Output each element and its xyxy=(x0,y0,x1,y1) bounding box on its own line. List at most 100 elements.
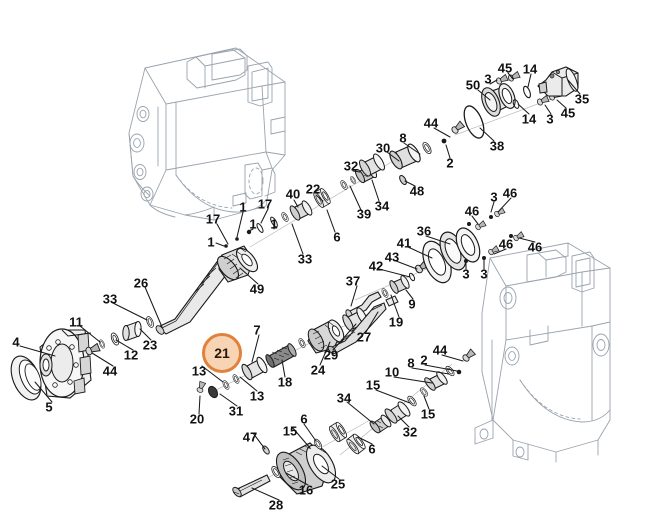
part-23-bush xyxy=(122,321,142,341)
part-33-ring-left xyxy=(144,315,156,329)
part-4-flywheel xyxy=(39,328,92,399)
callout-label-37: 37 xyxy=(345,273,361,289)
part-14a-washer xyxy=(523,85,531,99)
highlight-number-label: 21 xyxy=(214,345,230,361)
callout-label-34: 34 xyxy=(336,390,352,406)
part-8b-ring xyxy=(443,364,457,378)
callout-label-40: 40 xyxy=(285,186,301,202)
clutch-flywheel-assembly xyxy=(10,315,156,401)
callout-label-46: 46 xyxy=(464,203,480,219)
callout-label-48: 48 xyxy=(409,183,425,199)
part-5-seal xyxy=(10,355,42,401)
part-2a-ball xyxy=(441,138,447,144)
part-13c-ring xyxy=(297,337,307,349)
part-28-shaft xyxy=(232,474,271,498)
part-20-pin xyxy=(195,380,207,394)
part-48-pin xyxy=(399,174,407,186)
callout-label-17: 17 xyxy=(205,211,221,227)
callout-label-3: 3 xyxy=(462,266,470,282)
callout-label-27: 27 xyxy=(356,329,372,345)
part-46d-bolt xyxy=(512,231,525,242)
callout-label-28: 28 xyxy=(268,497,284,513)
callout-label-12: 12 xyxy=(123,347,139,363)
callout-label-5: 5 xyxy=(45,399,53,415)
part-34b-synchro xyxy=(369,414,392,434)
part-18-splined-sleeve xyxy=(265,343,297,368)
callout-label-9: 9 xyxy=(408,296,416,312)
callout-label-6: 6 xyxy=(333,229,341,245)
part-31-plug xyxy=(207,385,219,399)
callout-label-20: 20 xyxy=(189,411,205,427)
left-gearbox-housing xyxy=(128,47,286,221)
starter-assembly xyxy=(454,66,579,139)
callout-label-14: 14 xyxy=(521,111,537,127)
callout-label-46: 46 xyxy=(498,236,514,252)
callout-label-43: 43 xyxy=(384,249,400,265)
callout-label-15: 15 xyxy=(282,423,298,439)
callout-label-49: 49 xyxy=(249,281,265,297)
part-13b-ring xyxy=(231,373,241,385)
callout-label-8: 8 xyxy=(399,130,407,146)
input-shaft-small-parts xyxy=(224,120,465,248)
part-49-gear xyxy=(216,245,259,283)
callout-label-3: 3 xyxy=(480,266,488,282)
callout-label-42: 42 xyxy=(368,258,384,274)
callout-label-31: 31 xyxy=(228,403,244,419)
callout-label-7: 7 xyxy=(253,322,261,338)
part-6b-bearing xyxy=(327,420,349,444)
callout-label-45: 45 xyxy=(560,105,576,121)
part-35-starter-motor xyxy=(537,66,579,97)
part-7-sleeve xyxy=(241,356,268,381)
callout-label-3: 3 xyxy=(490,189,498,205)
callout-label-47: 47 xyxy=(242,429,258,445)
callout-label-3: 3 xyxy=(546,111,554,127)
callout-label-22: 22 xyxy=(305,181,321,197)
output-flange-assembly xyxy=(345,207,525,319)
callout-label-44: 44 xyxy=(432,342,448,358)
callout-label-2: 2 xyxy=(420,352,428,368)
part-10-bush xyxy=(424,371,448,391)
callout-label-18: 18 xyxy=(277,374,293,390)
callout-label-34: 34 xyxy=(374,198,390,214)
callout-label-25: 25 xyxy=(330,476,346,492)
part-19-ring xyxy=(380,287,390,299)
callout-label-30: 30 xyxy=(375,140,391,156)
part-33b-ring xyxy=(280,211,290,223)
part-30-sleeve xyxy=(389,143,421,170)
highlighted-part-21-marker[interactable]: 21 xyxy=(202,333,242,373)
part-12-ring xyxy=(109,331,121,347)
callout-label-50: 50 xyxy=(465,77,481,93)
callout-label-8: 8 xyxy=(407,355,415,371)
callout-label-24: 24 xyxy=(310,362,326,378)
callout-label-13: 13 xyxy=(249,388,265,404)
callout-label-16: 16 xyxy=(298,482,314,498)
part-32b-bush xyxy=(384,401,411,424)
callout-label-44: 44 xyxy=(102,363,118,379)
callout-label-2: 2 xyxy=(446,155,454,171)
part-3b-screw xyxy=(536,95,550,107)
bottom-output-gear-assembly xyxy=(232,419,371,498)
callout-label-1: 1 xyxy=(239,199,247,215)
part-38-oring xyxy=(463,105,485,139)
part-46b-bolt xyxy=(493,207,506,218)
callout-label-3: 3 xyxy=(484,71,492,87)
callout-label-6: 6 xyxy=(300,411,308,427)
callout-label-6: 6 xyxy=(368,441,376,457)
part-39a-ring xyxy=(339,179,349,191)
part-42-washer xyxy=(408,272,416,282)
callout-label-17: 17 xyxy=(257,196,273,212)
callout-label-1: 1 xyxy=(270,216,278,232)
part-44c-bolt xyxy=(461,348,476,363)
callout-label-1: 1 xyxy=(207,234,215,250)
callout-label-39: 39 xyxy=(356,206,372,222)
part-13a-ring xyxy=(221,379,231,391)
callout-leader-lines xyxy=(19,72,581,501)
callout-label-19: 19 xyxy=(388,314,404,330)
callout-label-33: 33 xyxy=(297,251,313,267)
callout-label-41: 41 xyxy=(396,235,412,251)
callout-label-14: 14 xyxy=(522,61,538,77)
part-32a-bush xyxy=(359,153,385,177)
part-8a-ring xyxy=(420,140,434,156)
callout-label-29: 29 xyxy=(323,347,339,363)
